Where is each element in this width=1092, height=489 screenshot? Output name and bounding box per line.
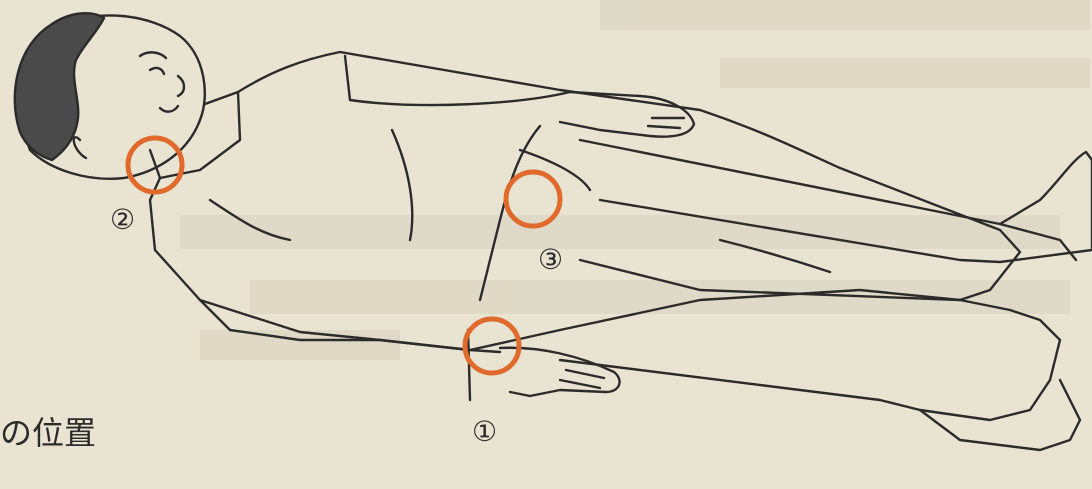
marker-label-1: ① [472, 418, 497, 446]
arm-seam [345, 56, 570, 105]
foot-lower [920, 380, 1080, 450]
caption-fragment: の位置 [0, 408, 96, 454]
marker-label-3: ③ [538, 246, 563, 274]
marker-label-2: ② [110, 206, 135, 234]
background-show-through [180, 0, 1090, 360]
finger-line-c [566, 370, 604, 378]
finger-line-b [648, 126, 680, 128]
finger-line-d [560, 380, 600, 388]
